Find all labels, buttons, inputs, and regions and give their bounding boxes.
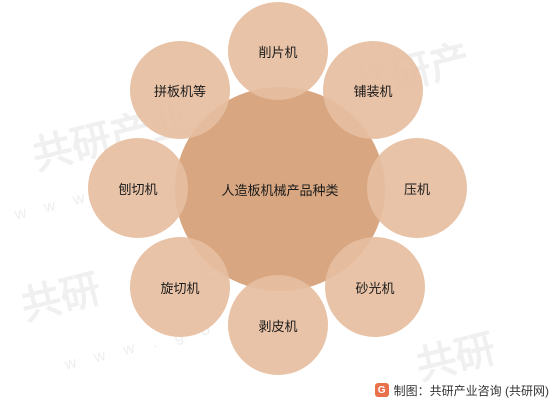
watermark-brand-bottom-left: 共研 <box>16 266 106 329</box>
node-circle: 旋切机 <box>130 237 230 337</box>
node-label: 剥皮机 <box>258 318 298 334</box>
node-circle: 压机 <box>367 138 467 238</box>
node-circle: 刨切机 <box>88 138 188 238</box>
source-credit: G 制图：共研产业咨询 (共研网) <box>374 380 549 400</box>
node-label: 压机 <box>403 181 430 197</box>
center-label: 人造板机械产品种类 <box>221 182 339 198</box>
brand-logo-icon: G <box>374 383 389 397</box>
credit-text: 制图：共研产业咨询 (共研网) <box>393 383 549 398</box>
node-label: 旋切机 <box>160 280 200 296</box>
node-circle: 铺装机 <box>323 41 423 139</box>
node-circle: 剥皮机 <box>228 275 328 375</box>
node-label: 刨切机 <box>118 181 158 197</box>
node-label: 铺装机 <box>353 83 393 99</box>
node-circle: 削片机 <box>228 2 328 100</box>
node-label: 拼板机等 <box>153 83 206 99</box>
node-label: 砂光机 <box>355 280 395 296</box>
node-label: 削片机 <box>258 44 298 60</box>
node-circle: 砂光机 <box>325 237 425 337</box>
node-circle: 拼板机等 <box>130 41 230 139</box>
